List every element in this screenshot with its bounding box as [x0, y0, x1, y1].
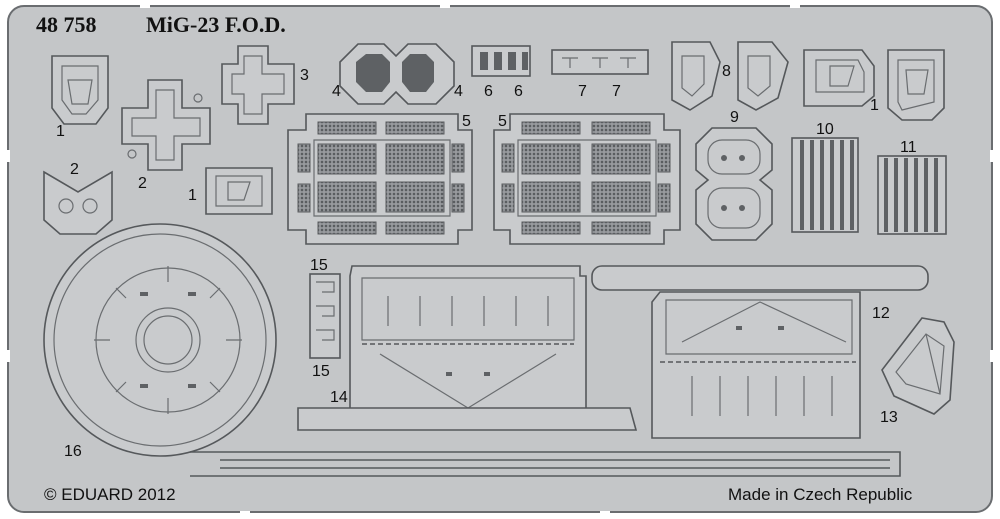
- part-14-large-cover: [349, 265, 587, 421]
- part-13-bracket: [881, 317, 955, 415]
- part-label: 15: [312, 363, 330, 380]
- part-label: 5: [462, 113, 471, 130]
- part-7-strip: [551, 49, 649, 75]
- part-6-strip: [471, 45, 531, 77]
- part-3-cross-plate: [221, 45, 295, 125]
- part-label: 7: [612, 83, 621, 100]
- part-4-double-ring: [339, 43, 455, 105]
- part-label: 1: [56, 123, 65, 140]
- catalog-number: 48 758: [36, 12, 97, 37]
- part-8-shield-b: [737, 41, 789, 111]
- part-2-v-plate: [43, 170, 113, 235]
- part-label: 5: [498, 113, 507, 130]
- part-14-base-strip: [297, 407, 638, 431]
- part-label: 6: [514, 83, 523, 100]
- part-11-grille: [877, 155, 947, 235]
- part-label: 1: [870, 97, 879, 114]
- part-15-clip-strip: [309, 273, 341, 359]
- part-16-disc: [43, 223, 277, 457]
- part-label: 13: [880, 409, 898, 426]
- part-1-cover-d: [887, 49, 945, 121]
- part-1-cover-b: [205, 167, 273, 215]
- part-label: 12: [872, 305, 890, 322]
- part-9-twin-cap: [695, 127, 773, 241]
- part-label: 6: [484, 83, 493, 100]
- part-label: 4: [332, 83, 341, 100]
- part-label: 7: [578, 83, 587, 100]
- product-name: MiG-23 F.O.D.: [146, 12, 286, 37]
- part-5-mesh-panel-left: [287, 113, 473, 245]
- part-labels: 1 1 1 1 2 2 3 4 4 5 5 6 6 7 7 8 9 10 11 …: [56, 63, 917, 460]
- part-label: 2: [138, 175, 147, 192]
- part-label: 15: [310, 257, 328, 274]
- part-label: 4: [454, 83, 463, 100]
- part-label: 8: [722, 63, 731, 80]
- part-label: 2: [70, 161, 79, 178]
- part-2-cross-plate: [121, 79, 211, 171]
- part-label: 10: [816, 121, 834, 138]
- part-label: 9: [730, 109, 739, 126]
- part-label: 16: [64, 443, 82, 460]
- copyright-text: © EDUARD 2012: [44, 485, 176, 504]
- bottom-rail: [190, 451, 901, 477]
- part-1-cover-a: [51, 55, 109, 125]
- part-1-cover-c: [803, 49, 875, 107]
- part-label: 1: [188, 187, 197, 204]
- part-label: 3: [300, 67, 309, 84]
- part-label: 11: [900, 139, 917, 156]
- part-label: 14: [330, 389, 348, 406]
- origin-text: Made in Czech Republic: [728, 485, 913, 504]
- part-12-large-cover: [591, 265, 929, 439]
- part-5-mesh-panel-right: [493, 113, 681, 245]
- part-10-grille: [791, 137, 859, 233]
- part-8-shield-a: [671, 41, 721, 111]
